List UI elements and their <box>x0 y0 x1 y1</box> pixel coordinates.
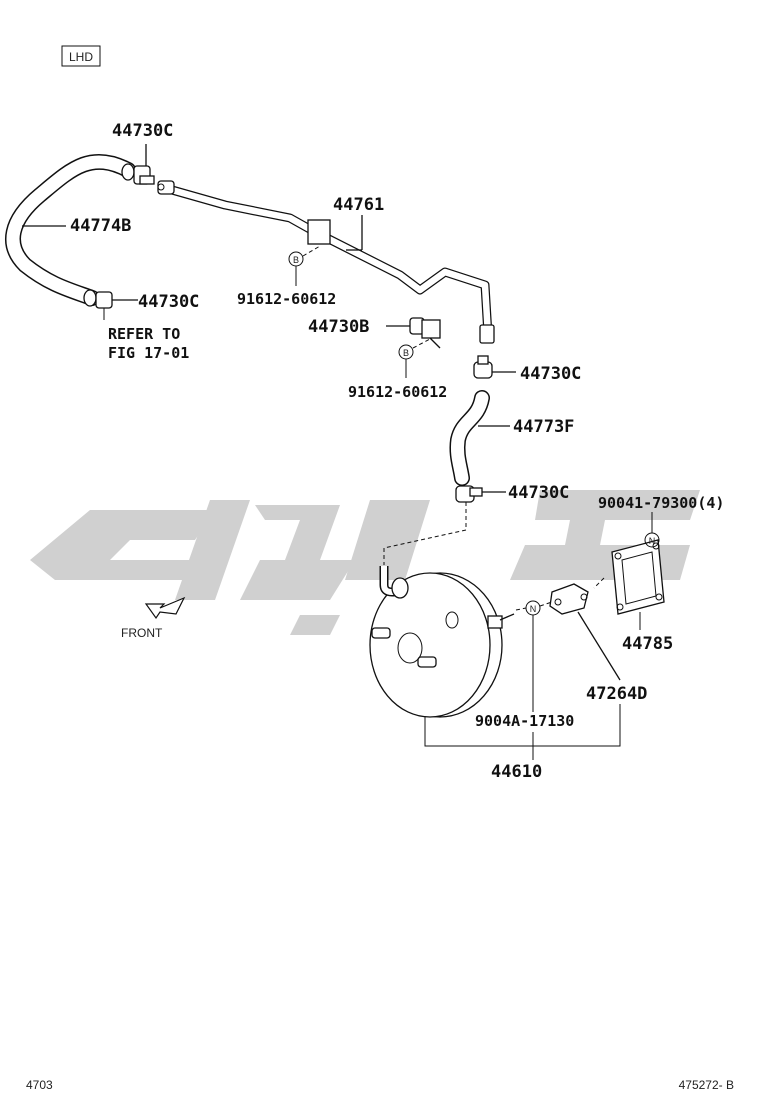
hose-44773f <box>449 390 490 486</box>
refer-note-line2: FIG 17-01 <box>108 344 189 362</box>
pipe-44761 <box>157 180 495 344</box>
footer-drawing-id: 475272- B <box>679 1078 734 1092</box>
front-arrow-icon <box>144 596 186 620</box>
clevis-yoke-47264d <box>549 583 589 615</box>
label-9004a-17130: 9004A-17130 <box>475 712 574 730</box>
svg-text:N: N <box>530 604 537 614</box>
clamp-44730c-mid <box>473 355 516 379</box>
refer-note-line1: REFER TO <box>108 325 180 343</box>
svg-text:B: B <box>403 348 409 358</box>
lhd-badge: LHD <box>69 50 93 64</box>
label-44785: 44785 <box>622 634 673 654</box>
lhd-badge-frame <box>61 45 101 67</box>
clamp-44730c-low <box>455 485 506 503</box>
label-90041-79300: 90041-79300(4) <box>598 494 724 512</box>
label-44610: 44610 <box>491 762 542 782</box>
label-47264d: 47264D <box>586 684 647 704</box>
label-44730c-mid: 44730C <box>520 364 581 384</box>
hose-44774b <box>5 153 136 306</box>
label-91612-60612-a: 91612-60612 <box>237 290 336 308</box>
brake-booster-44610 <box>369 566 515 718</box>
clamp-44730c-top <box>121 144 155 185</box>
clamp-44730c-left <box>83 289 138 320</box>
clamp-44730b <box>386 317 441 349</box>
label-91612-60612-b: 91612-60612 <box>348 383 447 401</box>
label-44761: 44761 <box>333 195 384 215</box>
svg-text:B: B <box>293 255 299 265</box>
footer-page-code: 4703 <box>26 1078 53 1092</box>
svg-text:N: N <box>649 536 656 546</box>
label-44730c-left: 44730C <box>138 292 199 312</box>
label-front: FRONT <box>121 626 163 640</box>
label-44730b: 44730B <box>308 317 369 337</box>
label-44730c-low: 44730C <box>508 483 569 503</box>
gasket-44785 <box>611 539 665 615</box>
label-44773f: 44773F <box>513 417 574 437</box>
label-44730c-top: 44730C <box>112 121 173 141</box>
label-44774b: 44774B <box>70 216 131 236</box>
